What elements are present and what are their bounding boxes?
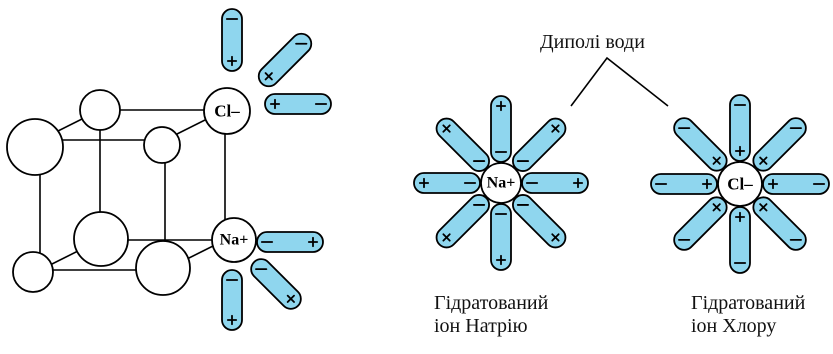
lattice-chlorine-label: Cl– (214, 102, 240, 121)
dipole-body (432, 191, 493, 252)
water-dipole (414, 173, 480, 193)
water-dipoles-pointer (571, 58, 668, 106)
lattice-atom (13, 252, 53, 292)
water-dipole (670, 193, 731, 254)
dipole-body (432, 114, 493, 175)
water-dipole (222, 270, 242, 330)
hydrated-sodium-ion-label: Na+ (487, 175, 516, 192)
dipole-body (509, 191, 570, 252)
water-dipole (247, 255, 305, 313)
water-dipole (222, 9, 242, 71)
water-dipole (509, 191, 570, 252)
lattice-atom (7, 119, 63, 175)
water-dipole (749, 193, 810, 254)
lattice-atom (74, 212, 128, 266)
hydrated-chlorine-ion-label: Cl– (727, 175, 753, 194)
water-dipole (432, 114, 493, 175)
lattice-atom (136, 241, 190, 295)
lattice-sodium-label: Na+ (220, 232, 249, 249)
dipole-body (509, 114, 570, 175)
dipole-body (749, 114, 810, 175)
water-dipole (651, 174, 717, 194)
water-dipole (749, 114, 810, 175)
water-dipole (491, 96, 511, 162)
water-dipole (730, 207, 750, 273)
water-dipole (491, 204, 511, 270)
water-dipole (509, 114, 570, 175)
hydrated-chlorine-label: Гідратований іон Хлору (691, 292, 805, 338)
water-dipole (265, 94, 331, 114)
water-dipoles-label: Диполі води (540, 31, 645, 54)
hydrated-sodium-label: Гідратований іон Натрію (434, 292, 548, 338)
dipole-body (670, 114, 731, 175)
dipole-body (255, 30, 316, 91)
water-dipole (670, 114, 731, 175)
water-dipole (763, 174, 829, 194)
water-dipole (730, 95, 750, 161)
dipole-body (247, 255, 305, 313)
dipole-body (749, 193, 810, 254)
water-dipole (255, 30, 316, 91)
lattice-atom (80, 90, 120, 130)
water-dipole (522, 173, 588, 193)
water-dipole (432, 191, 493, 252)
water-dipole (257, 232, 323, 252)
lattice-atom (144, 127, 180, 163)
dipole-body (670, 193, 731, 254)
